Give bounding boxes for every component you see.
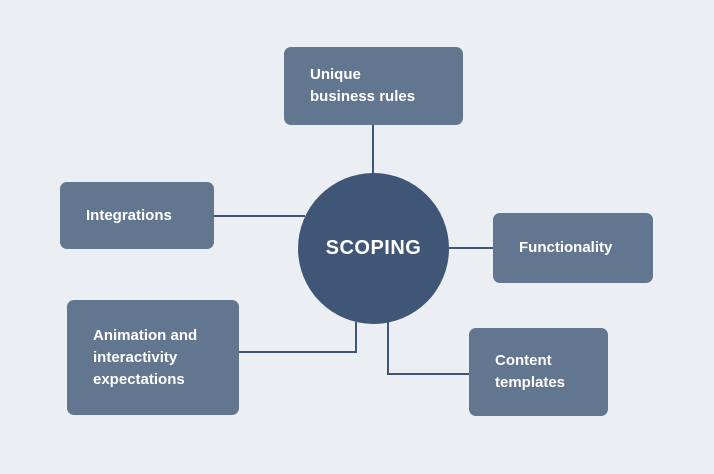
node-integrations: Integrations — [60, 182, 214, 249]
connector-animation-and-interactivity — [238, 322, 357, 353]
node-animation-and-interactivity: Animation and interactivity expectations — [67, 300, 239, 415]
node-content-templates: Content templates — [469, 328, 608, 416]
center-node-scoping: SCOPING — [298, 173, 449, 324]
center-label: SCOPING — [325, 237, 422, 259]
connector-content-templates — [387, 322, 470, 375]
node-functionality: Functionality — [493, 213, 653, 283]
node-unique-business-rules: Unique business rules — [284, 47, 463, 125]
node-label: Functionality — [519, 239, 613, 256]
node-label: Unique business rules — [310, 66, 416, 105]
node-label: Integrations — [86, 206, 172, 224]
node-label: Content templates — [495, 352, 566, 391]
node-label: Animation and interactivity expectations — [93, 326, 198, 388]
